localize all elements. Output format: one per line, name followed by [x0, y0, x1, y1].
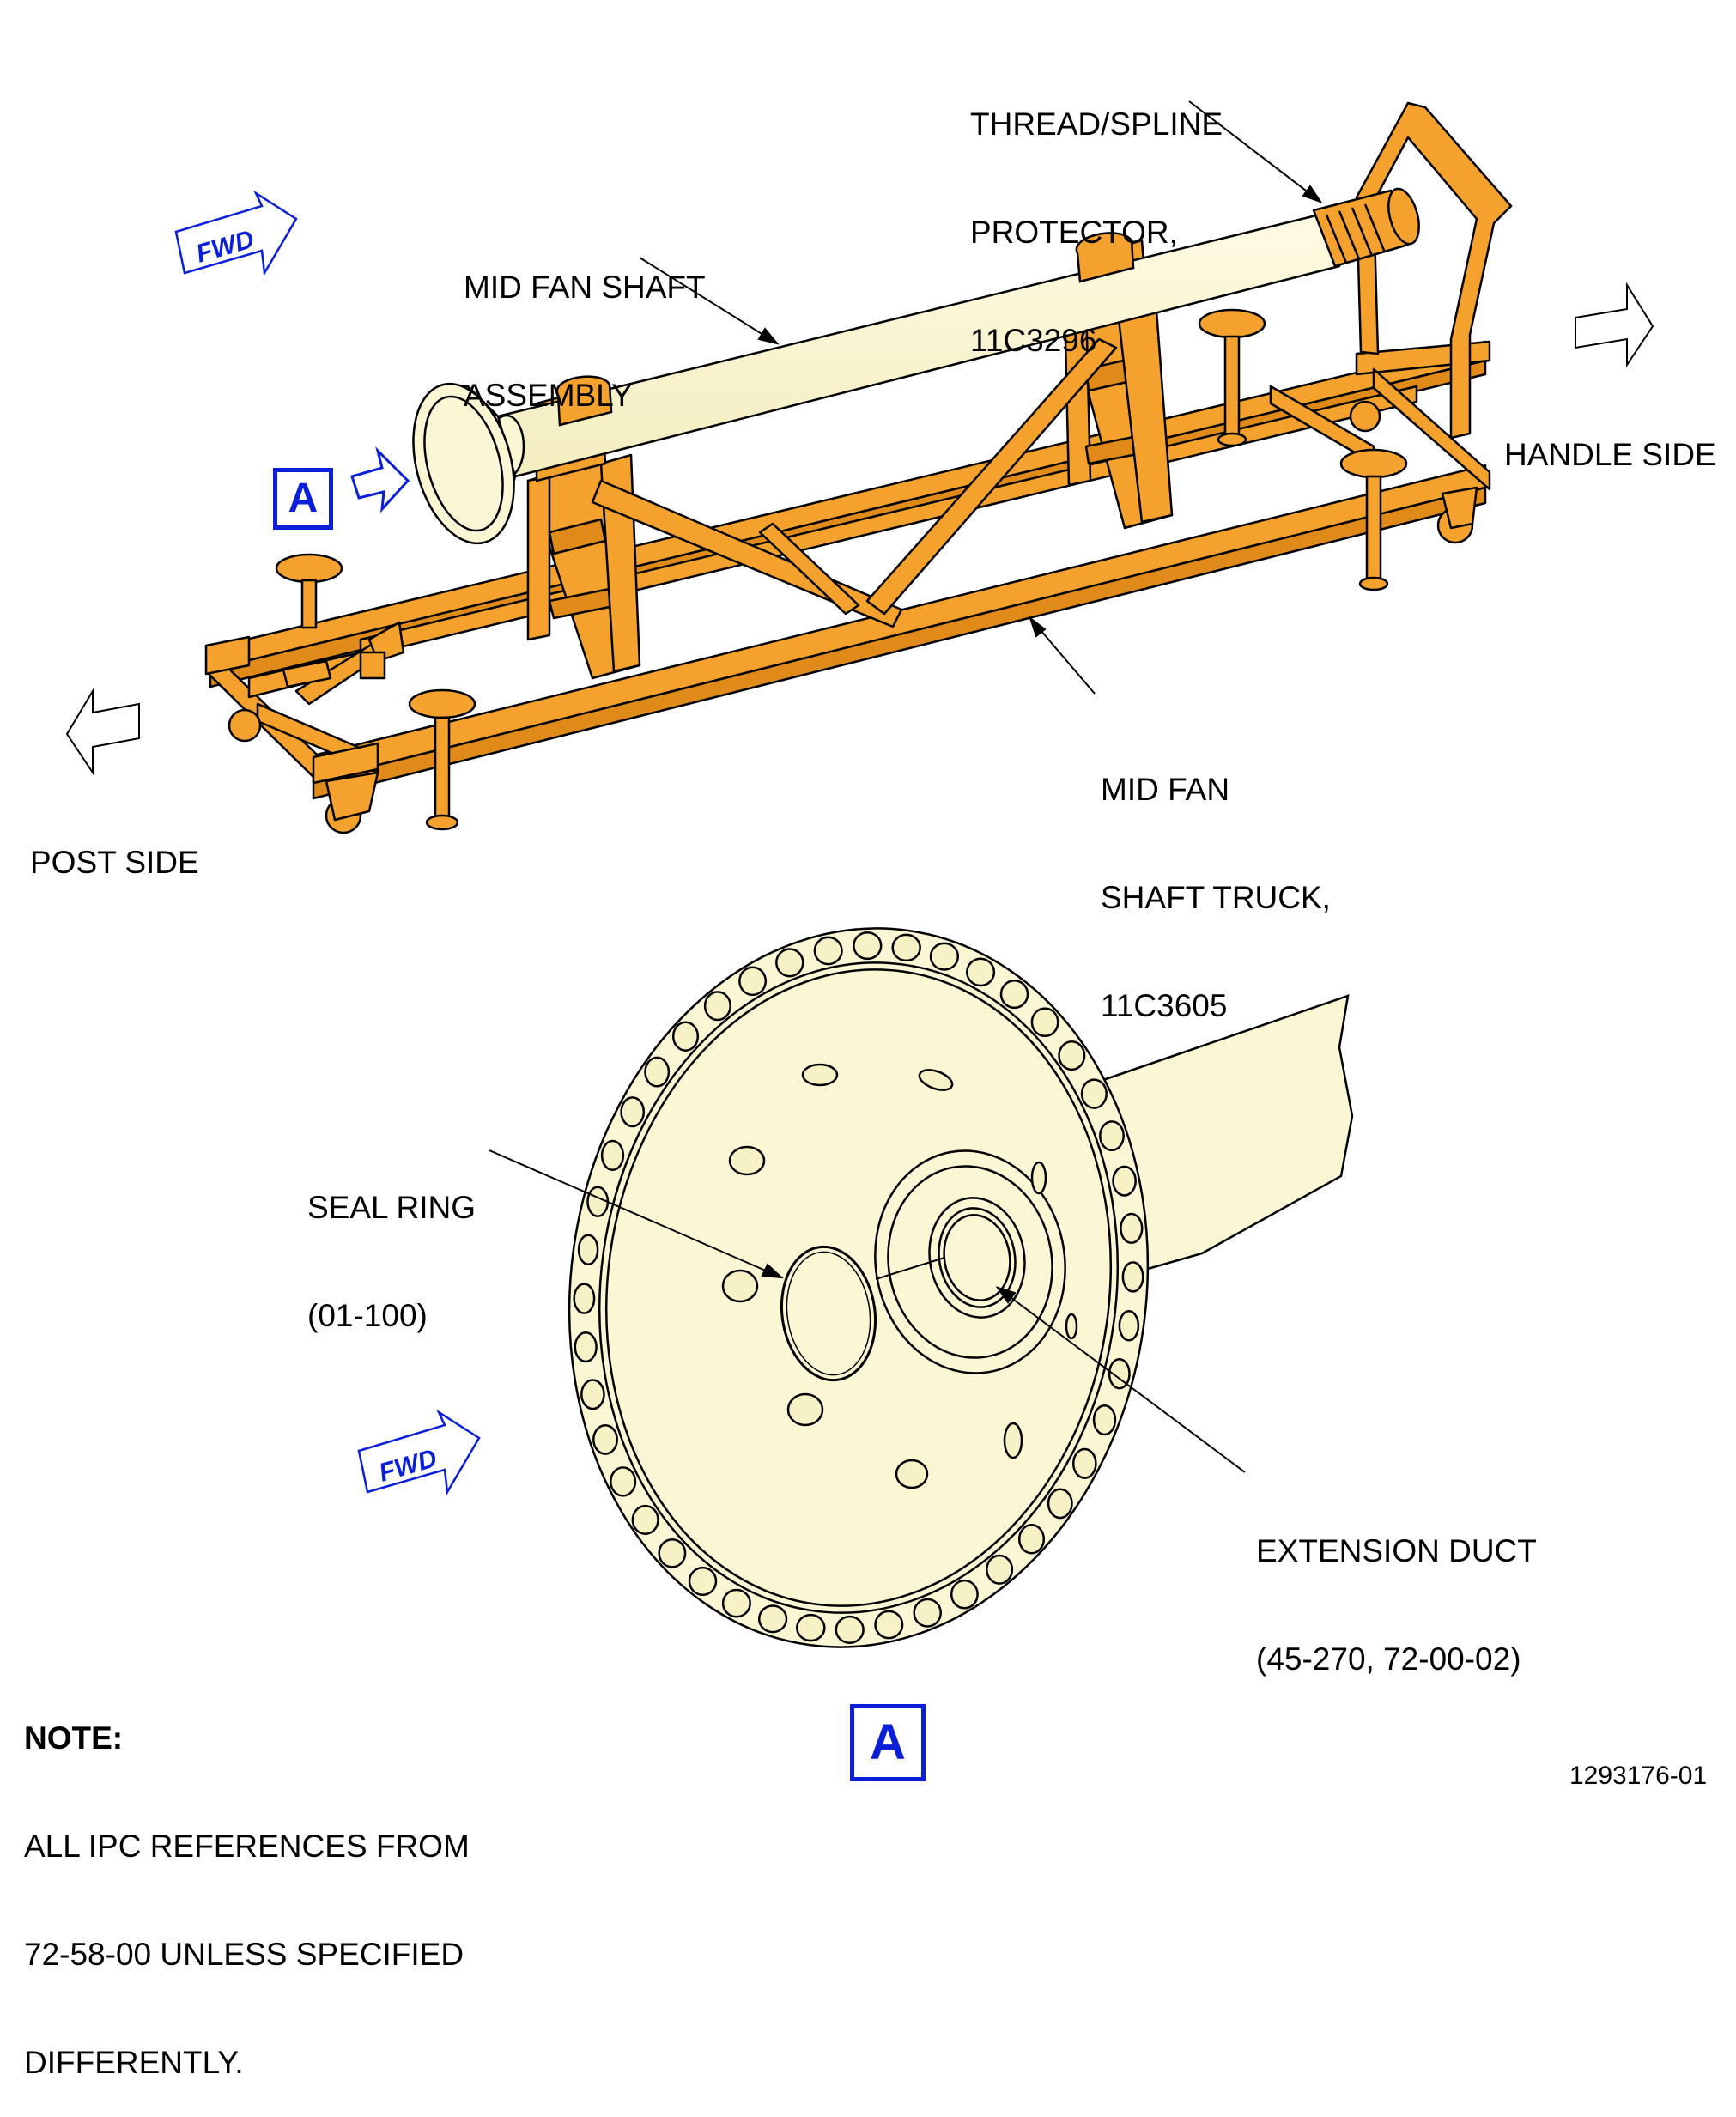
leader-lines-top — [639, 100, 1323, 695]
flange-bolt-hole — [1108, 1357, 1131, 1390]
flange-bolt-hole — [1080, 1078, 1108, 1109]
mid-fan-shaft-truck — [204, 101, 1513, 834]
note-title: NOTE: — [24, 1720, 124, 1756]
seal-ring-label: SEAL RING (01-100) — [307, 1190, 476, 1333]
flange-bolt-hole — [853, 931, 883, 961]
jack-handwheel — [275, 553, 343, 584]
ipc-note: NOTE: ALL IPC REFERENCES FROM 72-58-00 U… — [24, 1648, 470, 2117]
shaft-flange-disc — [568, 927, 1150, 1648]
flange-bolt-hole — [966, 957, 996, 987]
flange-inner-hole — [721, 1269, 759, 1303]
flange-bolt-hole — [738, 966, 768, 997]
truck-handle — [1355, 101, 1513, 440]
flange-bolt-hole — [891, 933, 921, 962]
flange-bolt-hole — [580, 1379, 605, 1410]
thread-spline-protector — [1312, 187, 1420, 268]
leveling-jacks — [275, 308, 1408, 831]
caster-wheels — [228, 400, 1478, 834]
figure-number: 1293176-01 — [1569, 1762, 1708, 1790]
extension-duct-label: EXTENSION DUCT (45-270, 72-00-02) — [1256, 1533, 1537, 1677]
note-line: 72-58-00 UNLESS SPECIFIED — [24, 1937, 464, 1972]
flange-detail-view — [568, 927, 1354, 1648]
view-pointer-arrow-icon — [350, 446, 410, 513]
flange-bolt-hole — [757, 1604, 788, 1634]
flange-inner-hole — [786, 1392, 824, 1427]
caster-wheel — [1349, 400, 1381, 433]
flange-bolt-hole — [644, 1056, 671, 1088]
flange-bolt-hole — [1121, 1261, 1144, 1293]
flange-bolt-hole — [1030, 1007, 1059, 1038]
mid-fan-shaft-truck-label: MID FAN SHAFT TRUCK, 11C3605 — [1101, 772, 1331, 1023]
post-side-label: POST SIDE — [30, 845, 199, 880]
flange-bolt-hole — [813, 936, 843, 966]
flange-bolt-hole — [671, 1021, 700, 1052]
flange-bolt-hole — [703, 991, 731, 1022]
view-a-title: A — [850, 1704, 926, 1781]
flange-bolt-hole — [1118, 1310, 1140, 1342]
mid-fan-shaft-diagram: FWD FWD — [65, 100, 1654, 1648]
flange-inner-hole — [1003, 1422, 1023, 1459]
leader-lines-bottom — [489, 1149, 1246, 1473]
flange-bolt-hole — [600, 1139, 625, 1172]
note-line: ALL IPC REFERENCES FROM — [24, 1829, 470, 1864]
caster-wheel — [228, 708, 262, 743]
flange-bolt-hole — [1092, 1404, 1117, 1436]
flange-bolt-hole — [775, 948, 804, 978]
truck-diagonal-brace-2 — [865, 337, 1118, 616]
flange-inner-hole — [801, 1063, 839, 1087]
thread-protector-label: THREAD/SPLINE PROTECTOR, 11C3296 — [970, 106, 1223, 358]
flange-bolt-hole — [835, 1615, 865, 1644]
flange-bolt-hole — [874, 1610, 904, 1640]
flange-bolt-holes — [573, 931, 1144, 1644]
flange-bolt-hole — [688, 1566, 718, 1596]
flange-bolt-hole — [1047, 1488, 1073, 1520]
jack-handwheel — [408, 688, 476, 719]
flange-inner-hole — [895, 1459, 929, 1489]
flange-bolt-hole — [986, 1554, 1014, 1585]
flange-bolt-hole — [913, 1598, 942, 1628]
flange-bolt-hole — [796, 1613, 826, 1642]
flange-bolt-hole — [658, 1538, 687, 1568]
seal-ring — [780, 1245, 877, 1382]
flange-bolt-hole — [592, 1423, 618, 1455]
flange-bolt-hole — [1112, 1165, 1137, 1197]
flange-inner-hole — [918, 1069, 954, 1091]
flange-bolt-hole — [1017, 1524, 1046, 1555]
flange-bolt-hole — [1058, 1040, 1086, 1071]
flange-bolt-hole — [999, 980, 1029, 1010]
note-line: DIFFERENTLY. — [24, 2045, 244, 2080]
flange-bolt-hole — [577, 1234, 599, 1265]
direction-arrow-icon — [65, 282, 1654, 776]
flange-inner-hole — [1030, 1161, 1047, 1195]
flange-bolt-hole — [1099, 1120, 1125, 1152]
flange-bolt-hole — [1120, 1212, 1144, 1245]
handle-side-label: HANDLE SIDE — [1504, 437, 1716, 472]
fwd-arrow-icon — [174, 190, 481, 1495]
jack-handwheel — [1339, 448, 1408, 479]
flange-bolt-hole — [620, 1096, 646, 1128]
flange-bolt-hole — [1071, 1447, 1097, 1479]
flange-inner-holes — [721, 1063, 1078, 1489]
flange-bolt-hole — [721, 1588, 751, 1618]
flange-inner-hole — [1065, 1313, 1078, 1340]
view-a-callout: A — [273, 468, 333, 530]
flange-bolt-hole — [929, 942, 960, 971]
extension-duct — [928, 1197, 1026, 1319]
flange-inner-hole — [728, 1145, 766, 1176]
flange-bolt-hole — [610, 1466, 637, 1497]
flange-bolt-hole — [950, 1579, 979, 1610]
mid-fan-shaft-assembly-label: MID FAN SHAFT ASSEMBLY — [464, 270, 706, 413]
flange-bolt-hole — [573, 1283, 596, 1314]
flange-bolt-hole — [586, 1186, 610, 1218]
mid-fan-shaft-assembly — [412, 187, 1420, 545]
flange-bolt-hole — [631, 1504, 659, 1535]
flange-bolt-hole — [574, 1331, 598, 1363]
